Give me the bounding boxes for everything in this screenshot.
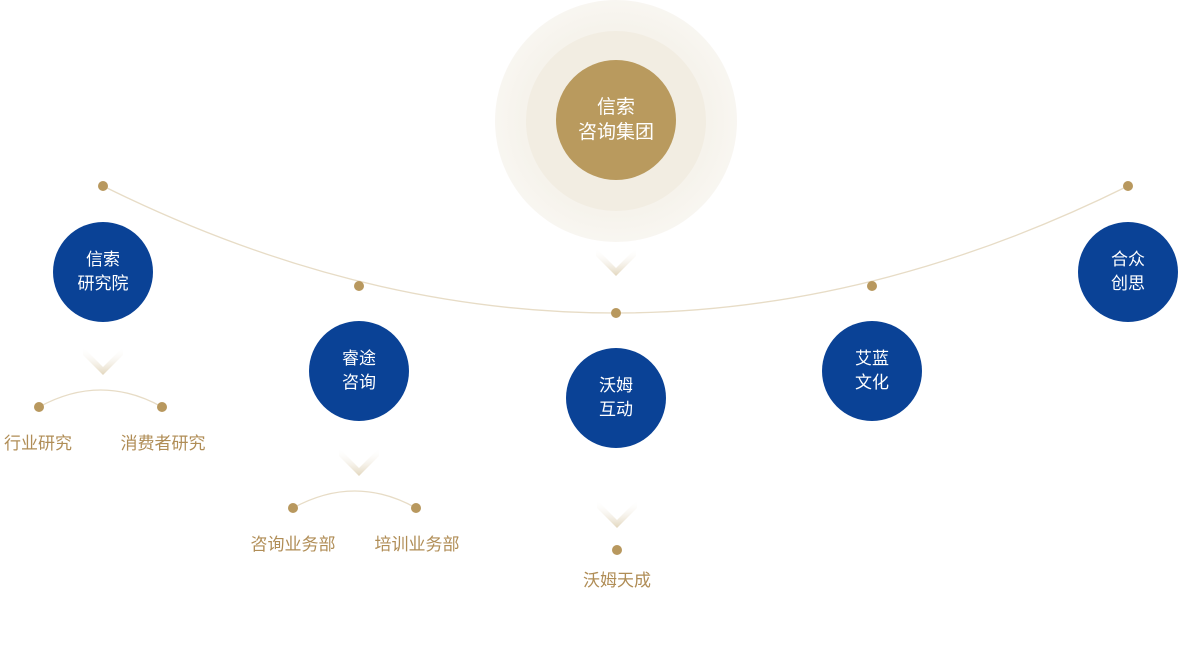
- subsidiary-node-ailan[interactable]: 艾蓝 文化: [822, 321, 922, 421]
- chevron-down-icon: [596, 248, 636, 276]
- subsidiary-node-research-institute[interactable]: 信索 研究院: [53, 222, 153, 322]
- node-line2: 研究院: [77, 274, 129, 294]
- node-line2: 互动: [599, 400, 633, 420]
- division-label[interactable]: 培训业务部: [374, 535, 460, 555]
- sub-dot: [612, 545, 622, 555]
- sub-arc-research: [38, 389, 163, 408]
- arc-dot: [611, 308, 621, 318]
- node-line1: 合众: [1111, 250, 1145, 270]
- sub-dot: [411, 503, 421, 513]
- division-label[interactable]: 消费者研究: [120, 434, 206, 454]
- chevron-down-icon: [597, 500, 637, 528]
- division-label[interactable]: 行业研究: [4, 434, 72, 454]
- node-line2: 创思: [1111, 274, 1145, 294]
- group-node[interactable]: 信索 咨询集团: [556, 60, 676, 180]
- sub-dot: [288, 503, 298, 513]
- sub-dot: [157, 402, 167, 412]
- node-line1: 艾蓝: [855, 349, 889, 369]
- division-label[interactable]: 沃姆天成: [583, 571, 651, 591]
- subsidiary-node-womu[interactable]: 沃姆 互动: [566, 348, 666, 448]
- arc-dot: [98, 181, 108, 191]
- node-line2: 文化: [855, 373, 889, 393]
- sub-arc-consulting: [292, 490, 417, 509]
- chevron-down-icon: [339, 448, 379, 476]
- subsidiary-node-hezhong[interactable]: 合众 创思: [1078, 222, 1178, 322]
- division-label[interactable]: 咨询业务部: [250, 535, 336, 555]
- arc-dot: [354, 281, 364, 291]
- arc-dot: [1123, 181, 1133, 191]
- arc-dot: [867, 281, 877, 291]
- subsidiary-node-ruitu[interactable]: 睿途 咨询: [309, 321, 409, 421]
- node-line1: 睿途: [342, 349, 376, 369]
- group-node-line1: 信索: [596, 96, 635, 118]
- node-line1: 沃姆: [599, 376, 633, 396]
- sub-dot: [34, 402, 44, 412]
- node-line1: 信索: [86, 250, 120, 270]
- group-node-line2: 咨询集团: [577, 121, 654, 143]
- chevron-down-icon: [83, 347, 123, 375]
- node-line2: 咨询: [342, 373, 376, 393]
- main-arc: [102, 185, 1129, 314]
